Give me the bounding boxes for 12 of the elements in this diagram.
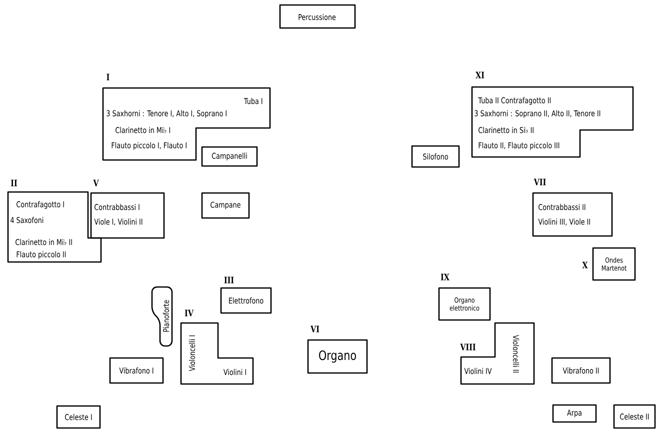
section-numeral: VIII [460,344,476,350]
section-numeral: III [224,276,234,284]
section-numeral: II [11,180,18,186]
section-numeral: VII [534,178,546,186]
section-numeral: I [106,74,110,80]
section-numeral: XI [476,72,484,78]
section-numeral: IV [184,310,194,316]
section-numeral: V [93,180,99,186]
section-numeral: VI [310,326,320,332]
section-numeral: X [582,262,588,268]
section-numeral: IX [440,274,450,280]
instrument-box: Organo [307,339,368,374]
